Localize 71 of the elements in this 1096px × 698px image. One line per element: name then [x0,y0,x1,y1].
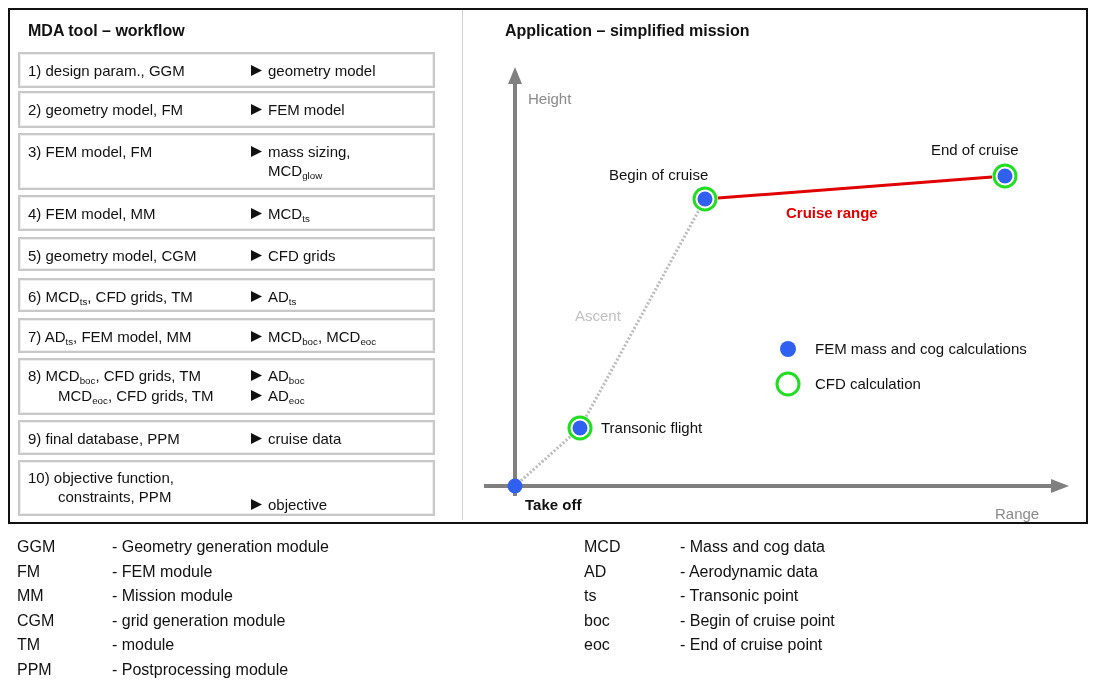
axis-label: Height [528,89,572,108]
panel-heading: MDA tool – workflow [28,21,185,40]
step-box [18,52,435,88]
output-text: mass sizing, MCD$_{glow}$ [268,142,352,180]
output-text: AD$_{boc}$ [268,366,305,385]
legend-text: CFD calculation [815,374,921,393]
input-text: 8) MCD$_{boc}$, CFD grids, TM [28,366,201,385]
panel-heading: Application – simplified mission [505,21,750,40]
glossary-definition: - Aerodynamic data [680,561,818,581]
legend-text: FEM mass and cog calculations [815,339,1027,358]
input-text: 6) MCD$_{ts}$, CFD grids, TM [28,287,193,306]
point-label: End of cruise [931,140,1019,159]
glossary-abbreviation: MCD [584,537,621,556]
output-text: FEM model [268,100,345,119]
step-box [18,133,435,190]
output-text: geometry model [268,61,376,80]
glossary-definition: - Begin of cruise point [680,610,835,630]
output-text: objective [268,495,328,514]
glossary-definition: - FEM module [112,561,213,581]
input-text: 1) design param., GGM [28,61,185,80]
input-text: 10) objective function, constraints, PPM [28,468,175,506]
output-text: cruise data [268,429,342,448]
point-label: Begin of cruise [609,165,709,184]
axis-label: Range [995,504,1040,523]
output-text: MCD$_{ts}$ [268,204,310,223]
glossary-abbreviation: CGM [17,610,55,630]
glossary-definition: - module [112,635,175,654]
input-text: MCD$_{eoc}$, CFD grids, TM [58,386,214,405]
point [507,478,523,494]
input-text: 5) geometry model, CGM [28,246,197,265]
glossary-definition: - Geometry generation module [112,537,329,556]
glossary-definition: - Postprocessing module [112,659,289,679]
output-text: AD$_{eoc}$ [268,386,305,405]
ringed-point [692,186,718,212]
output-text: CFD grids [268,246,336,265]
step-box [18,278,435,312]
glossary-abbreviation: FM [17,561,41,581]
glossary-definition: - grid generation module [112,610,286,630]
step-box [18,237,435,271]
dotted-line [584,209,701,418]
output-text: MCD$_{boc}$, MCD$_{eoc}$ [268,327,377,346]
glossary-abbreviation: MM [17,586,44,605]
glossary-definition: - Mass and cog data [680,537,825,556]
ringed-point [567,415,593,441]
step-box [18,318,435,353]
ringed-point [992,163,1018,189]
step-box [18,195,435,231]
glossary-abbreviation: eoc [584,635,610,654]
glossary-abbreviation: ts [584,586,597,605]
glossary-definition: - Transonic point [680,586,799,605]
dotted-line [519,435,572,482]
point-label: Take off [525,495,582,514]
glossary-definition: - End of cruise point [680,635,823,654]
input-text: 7) AD$_{ts}$, FEM model, MM [28,327,192,346]
input-text: 4) FEM model, MM [28,204,156,223]
point-label: Transonic flight [601,418,703,437]
step-box [18,460,435,516]
output-text: AD$_{ts}$ [268,287,297,306]
glossary-abbreviation: AD [584,561,607,581]
step-box [18,358,435,415]
input-text: 9) final database, PPM [28,429,180,448]
glossary-definition: - Mission module [112,586,233,605]
glossary-abbreviation: PPM [17,659,52,679]
line [717,175,993,200]
glossary-abbreviation: GGM [17,537,56,556]
glossary-abbreviation: boc [584,610,610,630]
glossary-abbreviation: TM [17,635,41,654]
input-text: 2) geometry model, FM [28,100,184,119]
step-box [18,420,435,455]
input-text: 3) FEM model, FM [28,142,153,161]
step-box [18,91,435,128]
